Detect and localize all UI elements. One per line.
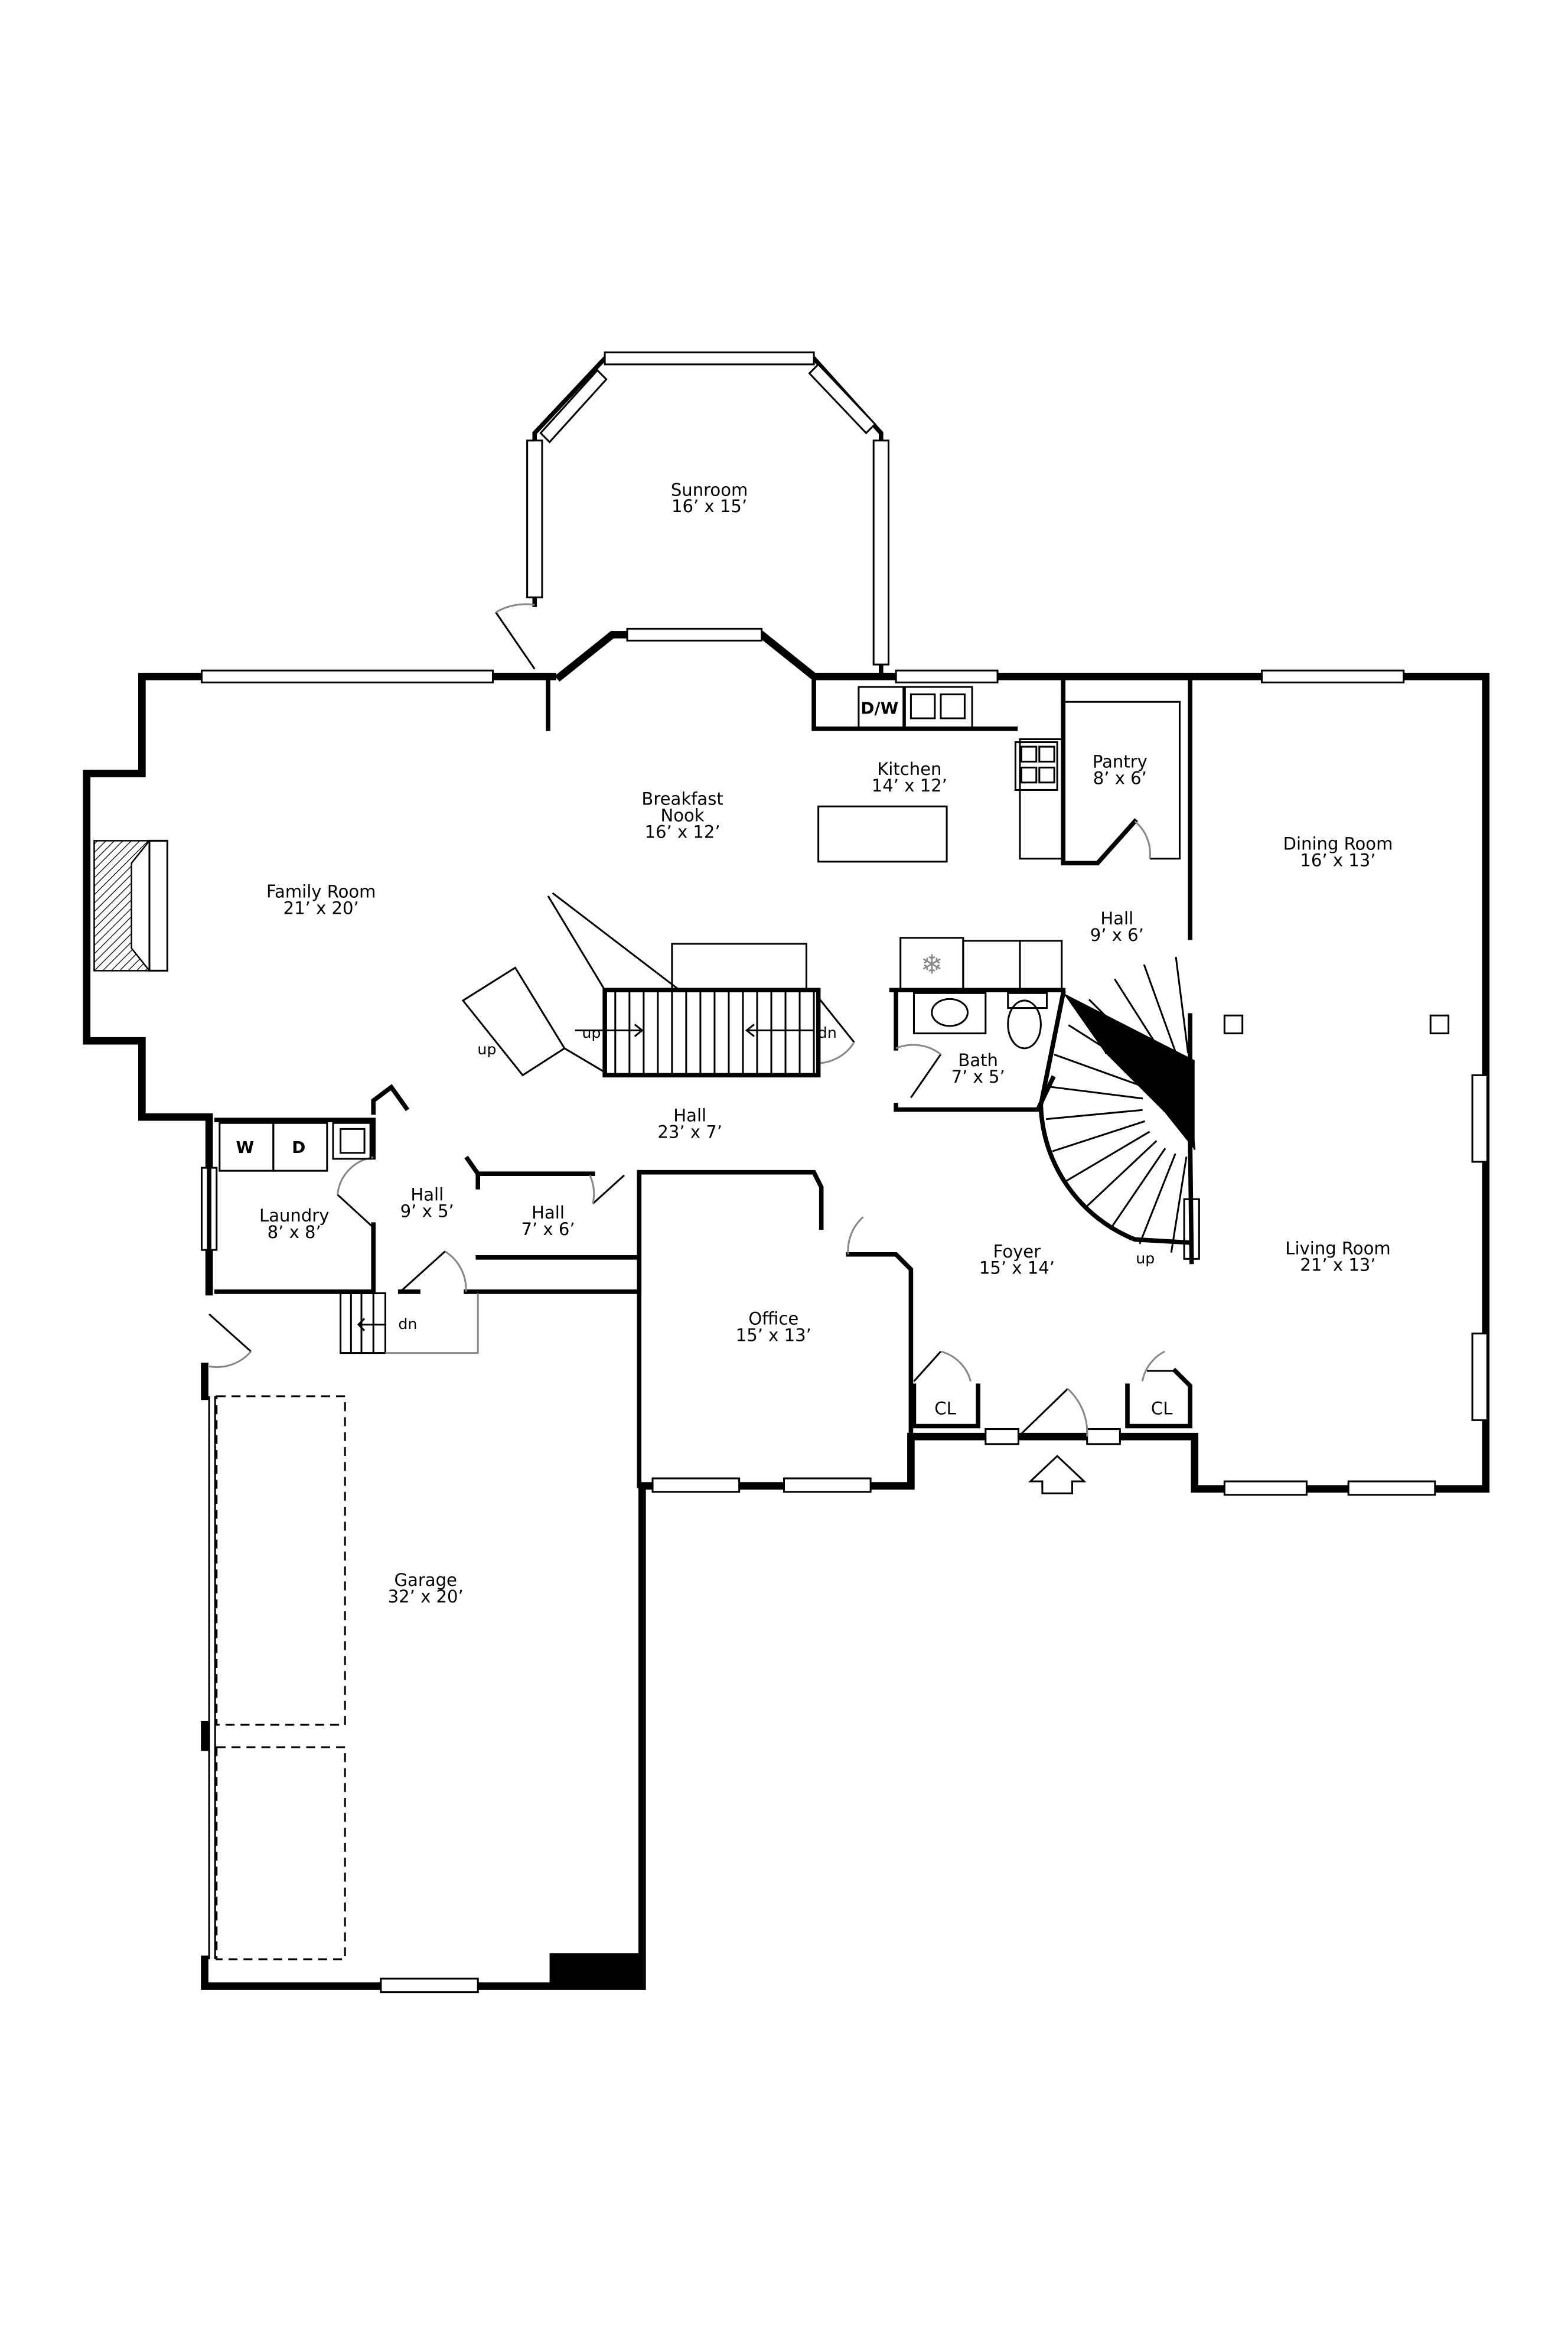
laundry-fixtures (219, 1122, 371, 1172)
closet-label: CL (1151, 1398, 1173, 1418)
stair-tread (1088, 999, 1159, 1069)
room-name: Office (748, 1309, 798, 1329)
room-dims: 8’ x 6’ (1093, 768, 1147, 788)
snowflake-icon: ❄ (921, 949, 943, 980)
room-dims: 15’ x 14’ (979, 1258, 1055, 1278)
exterior-walls (83, 631, 1490, 1990)
room-name: Hall (410, 1185, 444, 1205)
stair-tread (1068, 1024, 1151, 1078)
center-staircase (461, 892, 821, 1078)
room-name: Hall (1100, 908, 1133, 929)
room-name: Pantry (1093, 752, 1148, 772)
room-name: Foyer (993, 1242, 1041, 1262)
stair-tread (1052, 1120, 1146, 1152)
room-name: Sunroom (671, 480, 748, 500)
room-name: Garage (395, 1570, 457, 1590)
room-name: Laundry (259, 1206, 329, 1226)
fireplace (93, 839, 168, 972)
room-dims: 23’ x 7’ (657, 1122, 722, 1142)
stair-tread (1045, 1109, 1143, 1120)
garage-fixtures (208, 1292, 479, 1960)
stair-tread (1143, 964, 1178, 1057)
stair-tread (1110, 1148, 1166, 1229)
doors (208, 820, 1175, 1438)
closet-label: CL (934, 1398, 956, 1418)
entry-arrow-icon (1028, 1454, 1087, 1494)
room-name: Living Room (1285, 1239, 1390, 1259)
stair-up-label: up (582, 1024, 601, 1041)
room-name: Hall (673, 1106, 706, 1126)
room-dims: 8’ x 8’ (268, 1222, 321, 1242)
room-dims: 21’ x 20’ (283, 898, 359, 918)
stair-tread (1139, 1153, 1176, 1245)
room-name: Kitchen (877, 759, 941, 779)
fixture-labels: W D D/W CL CL up up dn up dn (236, 699, 1173, 1419)
dryer-label: D (292, 1138, 305, 1157)
room-dims: 16’ x 12’ (645, 822, 721, 842)
stair-up-label: up (1136, 1250, 1155, 1267)
stair-tread (1114, 978, 1168, 1062)
room-dims: 7’ x 6’ (521, 1219, 575, 1239)
stair-tread (1175, 956, 1189, 1054)
windows (200, 627, 1488, 1993)
stair-down-label: dn (818, 1024, 837, 1041)
room-dims: 32’ x 20’ (388, 1587, 464, 1607)
kitchen-fixtures: ❄ (817, 686, 1063, 991)
room-name: Bath (958, 1050, 998, 1070)
room-dims: 9’ x 6’ (1090, 925, 1144, 945)
sunroom-walls (495, 351, 889, 679)
room-dims: 14’ x 12’ (872, 776, 947, 796)
room-name-line2: Nook (661, 806, 705, 826)
dishwasher-label: D/W (860, 699, 898, 718)
stair-up-label: up (477, 1041, 496, 1058)
room-name: Family Room (266, 881, 376, 901)
bath-fixtures (912, 992, 1048, 1050)
room-name: Breakfast (641, 789, 723, 809)
stair-tread (1054, 1053, 1146, 1089)
room-dims: 16’ x 13’ (1300, 850, 1375, 870)
stair-tread (1065, 1131, 1150, 1182)
stair-down-label: dn (398, 1315, 417, 1333)
room-dims: 9’ x 5’ (400, 1201, 454, 1221)
stair-tread (1046, 1085, 1143, 1100)
room-dims: 15’ x 13’ (736, 1325, 811, 1345)
washer-label: W (236, 1138, 254, 1157)
stair-tread (1085, 1140, 1158, 1208)
stair-tread (1170, 1157, 1188, 1253)
room-name: Dining Room (1283, 834, 1393, 854)
room-dims: 21’ x 13’ (1300, 1255, 1375, 1275)
room-dims: 16’ x 15’ (671, 496, 747, 516)
room-dims: 7’ x 5’ (951, 1067, 1005, 1087)
curved-staircase (1038, 956, 1450, 1260)
room-name: Hall (532, 1203, 565, 1223)
